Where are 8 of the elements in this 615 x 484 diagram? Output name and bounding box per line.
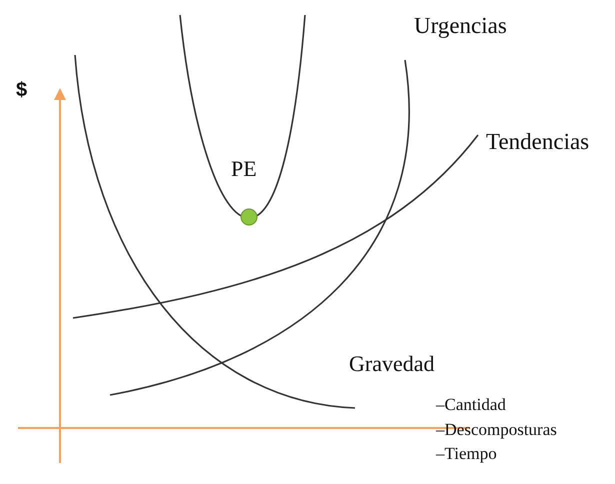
axis-label: –Tiempo [436, 445, 497, 462]
curve-label: Urgencias [414, 14, 507, 37]
curve-label: Tendencias [486, 130, 590, 153]
axis-label: –Cantidad [436, 396, 506, 414]
axis-label: –Descomposturas [436, 421, 557, 438]
point-label: PE [231, 158, 257, 180]
curve-label: Gravedad [349, 353, 435, 376]
axis-label: $ [16, 80, 28, 100]
